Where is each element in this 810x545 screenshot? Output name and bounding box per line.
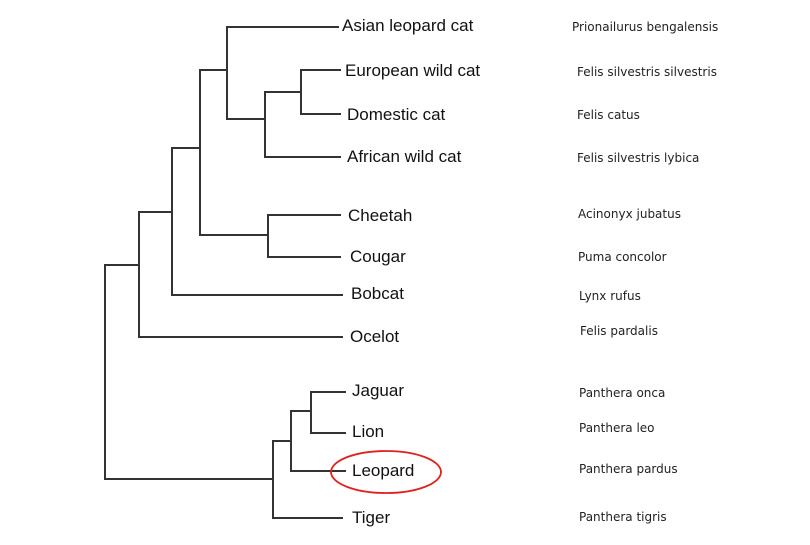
branch <box>272 391 346 519</box>
taxon-label: Asian leopard cat <box>342 16 474 35</box>
taxon-label-highlighted: Leopard <box>352 461 415 480</box>
branch <box>171 147 343 296</box>
scientific-name: Panthera pardus <box>579 462 678 476</box>
scientific-name: Felis silvestris lybica <box>577 151 700 165</box>
scientific-name: Felis silvestris silvestris <box>577 65 717 79</box>
branch <box>138 211 343 338</box>
scientific-name: Lynx rufus <box>579 289 641 303</box>
taxon-label: Bobcat <box>351 284 404 303</box>
branch <box>264 69 341 158</box>
taxon-label: European wild cat <box>345 61 481 80</box>
scientific-name: Acinonyx jubatus <box>578 207 681 221</box>
taxon-label: Cheetah <box>348 206 413 225</box>
highlight-circle <box>330 450 442 494</box>
scientific-name: Prionailurus bengalensis <box>572 20 719 34</box>
taxon-label: Ocelot <box>350 327 400 346</box>
scientific-name: Panthera tigris <box>579 510 667 524</box>
scientific-name: Panthera leo <box>579 421 655 435</box>
scientific-name: Felis catus <box>577 108 640 122</box>
taxon-label: Cougar <box>350 247 406 266</box>
taxon-label: Tiger <box>352 508 391 527</box>
scientific-name: Puma concolor <box>578 250 667 264</box>
taxon-label: African wild cat <box>347 147 462 166</box>
taxon-label: Lion <box>352 422 385 441</box>
branch <box>199 69 341 258</box>
branch <box>226 26 339 120</box>
scientific-name: Felis pardalis <box>580 324 658 338</box>
branch <box>104 264 274 480</box>
scientific-name: Panthera onca <box>579 386 666 400</box>
taxon-label: Jaguar <box>352 381 404 400</box>
taxon-label: Domestic cat <box>347 105 446 124</box>
